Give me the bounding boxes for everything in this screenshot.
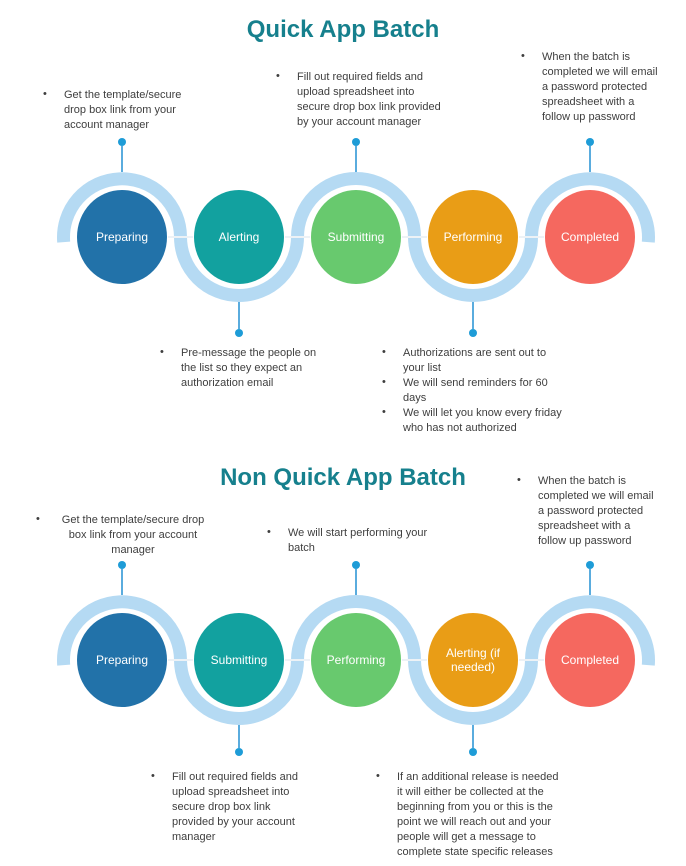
connector-dot	[469, 748, 477, 756]
connector-line	[355, 146, 357, 172]
connector-dot	[469, 329, 477, 337]
connector-line	[589, 146, 591, 172]
note-item: Get the template/secure drop box link fr…	[30, 87, 194, 133]
ribbon-wave-path	[57, 595, 655, 725]
connector-dot	[235, 748, 243, 756]
stage-label: Preparing	[95, 230, 149, 244]
stage-label: Submitting	[210, 653, 268, 667]
connector-dot	[118, 138, 126, 146]
connector-line	[121, 569, 123, 595]
stage-label: Submitting	[327, 230, 385, 244]
stage-circle-alerting: Alerting	[194, 190, 284, 284]
connector-line	[355, 569, 357, 595]
note-item: We will start performing your batch	[254, 525, 434, 556]
note-item: Fill out required fields and upload spre…	[138, 769, 304, 845]
note-item: We will let you know every friday who ha…	[369, 405, 565, 436]
stage-label: Alerting (if needed)	[445, 646, 501, 674]
stage-label: Alerting	[218, 230, 260, 244]
stage-circle-performing: Performing	[311, 613, 401, 707]
note-item: When the batch is completed we will emai…	[508, 49, 660, 125]
note-list: Get the template/secure drop box link fr…	[30, 87, 194, 133]
connector-line	[472, 725, 474, 748]
connector-dot	[352, 561, 360, 569]
stage-label: Performing	[443, 230, 503, 244]
timeline-ribbon	[57, 595, 655, 725]
diagram-title: Non Quick App Batch	[220, 464, 466, 491]
connector-line	[121, 146, 123, 172]
connector-dot	[235, 329, 243, 337]
note-list: When the batch is completed we will emai…	[508, 49, 660, 125]
connector-dot	[586, 138, 594, 146]
note-list: Fill out required fields and upload spre…	[263, 69, 445, 130]
note-item: If an additional release is needed it wi…	[363, 769, 563, 860]
note-item: Fill out required fields and upload spre…	[263, 69, 445, 130]
stage-circle-submitting: Submitting	[194, 613, 284, 707]
note-list: Pre-message the people on the list so th…	[147, 345, 319, 391]
stage-label: Performing	[326, 653, 386, 667]
diagram-title: Quick App Batch	[246, 16, 440, 43]
connector-dot	[586, 561, 594, 569]
connector-line	[238, 302, 240, 329]
note-list: Get the template/secure drop box link fr…	[34, 512, 210, 558]
stage-label: Preparing	[95, 653, 149, 667]
stage-circle-completed: Completed	[545, 613, 635, 707]
connector-line	[472, 302, 474, 329]
note-item: When the batch is completed we will emai…	[504, 473, 656, 549]
note-list: If an additional release is needed it wi…	[363, 769, 563, 860]
note-list: When the batch is completed we will emai…	[504, 473, 656, 549]
note-item: Pre-message the people on the list so th…	[147, 345, 319, 391]
connector-line	[238, 725, 240, 748]
stage-circle-preparing: Preparing	[77, 613, 167, 707]
note-item: Authorizations are sent out to your list	[369, 345, 565, 376]
stage-circle-performing: Performing	[428, 190, 518, 284]
timeline-ribbon	[57, 172, 655, 302]
stage-circle-submitting: Submitting	[311, 190, 401, 284]
connector-dot	[118, 561, 126, 569]
note-item: We will send reminders for 60 days	[369, 375, 565, 406]
stage-circle-preparing: Preparing	[77, 190, 167, 284]
connector-dot	[352, 138, 360, 146]
stage-circle-alerting: Alerting (if needed)	[428, 613, 518, 707]
note-list: Authorizations are sent out to your list…	[369, 345, 565, 436]
stage-label: Completed	[560, 230, 620, 244]
stage-circle-completed: Completed	[545, 190, 635, 284]
note-list: Fill out required fields and upload spre…	[138, 769, 304, 845]
note-item: Get the template/secure drop box link fr…	[34, 512, 210, 558]
stage-label: Completed	[560, 653, 620, 667]
note-list: We will start performing your batch	[254, 525, 434, 556]
connector-line	[589, 569, 591, 595]
ribbon-wave-path	[57, 172, 655, 302]
